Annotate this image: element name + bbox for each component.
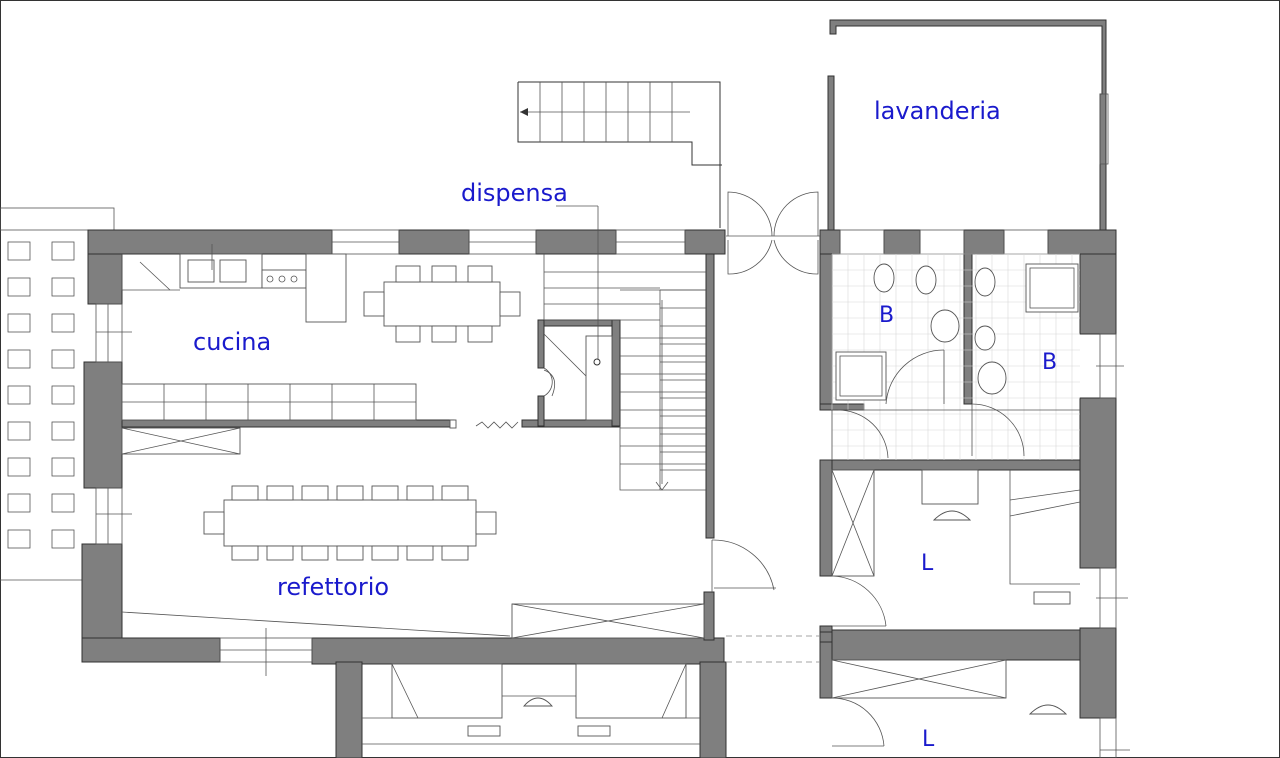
- bottom-furniture-left: [362, 663, 700, 745]
- room-labels: lavanderia dispensa cucina refettorio B …: [193, 97, 1057, 752]
- terrace-grid: [0, 207, 115, 581]
- room-label-cucina: cucina: [193, 328, 271, 356]
- kitchen-furniture: [121, 244, 521, 455]
- room-label-dispensa: dispensa: [461, 179, 568, 207]
- room-label-lavoro-1: L: [921, 551, 934, 576]
- internal-stairs: [543, 254, 706, 491]
- right-offices: [831, 469, 1081, 747]
- windows: [95, 93, 1130, 758]
- double-door: [726, 191, 820, 275]
- external-stairs: [517, 81, 722, 228]
- bathroom-fixtures: [831, 263, 1080, 460]
- room-label-lavoro-2: L: [922, 727, 935, 752]
- room-label-lavanderia: lavanderia: [874, 97, 1001, 125]
- room-label-refettorio: refettorio: [277, 573, 389, 601]
- main-door: [711, 539, 820, 663]
- dispensa-closet: [543, 205, 613, 421]
- refectory-table: [121, 485, 705, 639]
- room-label-bagno-1: B: [879, 303, 894, 328]
- room-label-bagno-2: B: [1042, 350, 1057, 375]
